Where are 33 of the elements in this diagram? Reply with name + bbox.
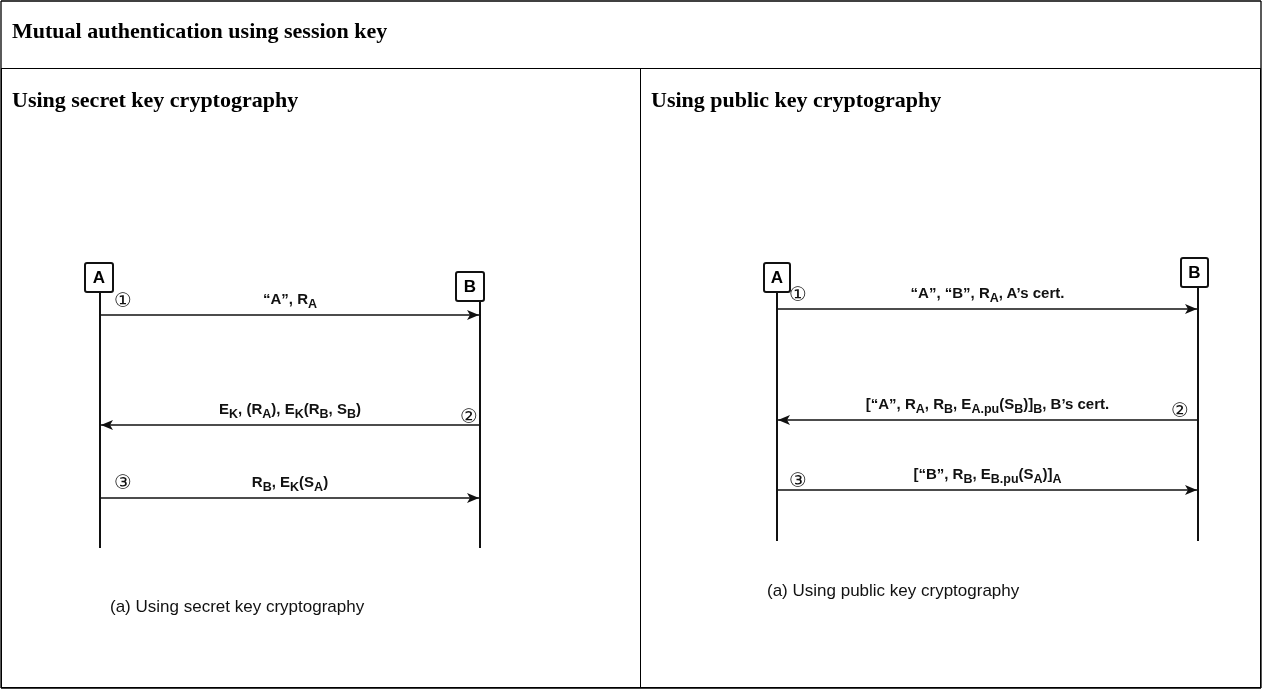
step-number: ① — [789, 284, 807, 304]
column-heading: Using public key cryptography — [651, 87, 942, 113]
message-arrow — [777, 304, 1198, 314]
step-number: ② — [460, 406, 478, 426]
message-arrow — [100, 310, 480, 320]
figure-caption: (a) Using secret key cryptography — [110, 597, 365, 617]
message-arrow — [100, 493, 480, 503]
lifeline — [479, 302, 481, 548]
message-arrow — [777, 415, 1198, 425]
table-cell — [640, 68, 1261, 688]
entity-box: B — [1180, 257, 1209, 288]
message-arrow — [777, 485, 1198, 495]
step-number: ③ — [789, 470, 807, 490]
message-label: R$_{B}$, E$_{K}$(S$_{A}$) — [251, 474, 329, 495]
entity-box: A — [84, 262, 114, 293]
step-number: ③ — [114, 472, 132, 492]
message-label: [“A”, R$_{A}$, R$_{B}$, E$_{A.pu}$(S$_{B}$)]$_{B}$, B’s cert. — [865, 396, 1110, 417]
message-label: E$_{K}$, (R$_{A}$), E$_{K}$(R$_{B}$, S$_{B}$) — [219, 401, 361, 422]
step-number: ② — [1171, 400, 1189, 420]
entity-box: B — [455, 271, 485, 302]
lifeline — [99, 293, 101, 548]
message-label: “A”, “B”, R$_{A}$, A’s cert. — [910, 285, 1065, 306]
table-title: Mutual authentication using session key — [12, 18, 388, 44]
message-label: [“B”, R$_{B}$, E$_{B.pu}$(S$_{A}$)]$_{A}$ — [913, 466, 1062, 487]
message-arrow — [100, 420, 480, 430]
table-cell — [1, 68, 641, 688]
column-heading: Using secret key cryptography — [12, 87, 299, 113]
lifeline — [776, 293, 778, 541]
figure-caption: (a) Using public key cryptography — [767, 581, 1020, 601]
message-label: “A”, R$_{A}$ — [263, 291, 317, 312]
step-number: ① — [114, 290, 132, 310]
entity-box: A — [763, 262, 791, 293]
lifeline — [1197, 288, 1199, 541]
